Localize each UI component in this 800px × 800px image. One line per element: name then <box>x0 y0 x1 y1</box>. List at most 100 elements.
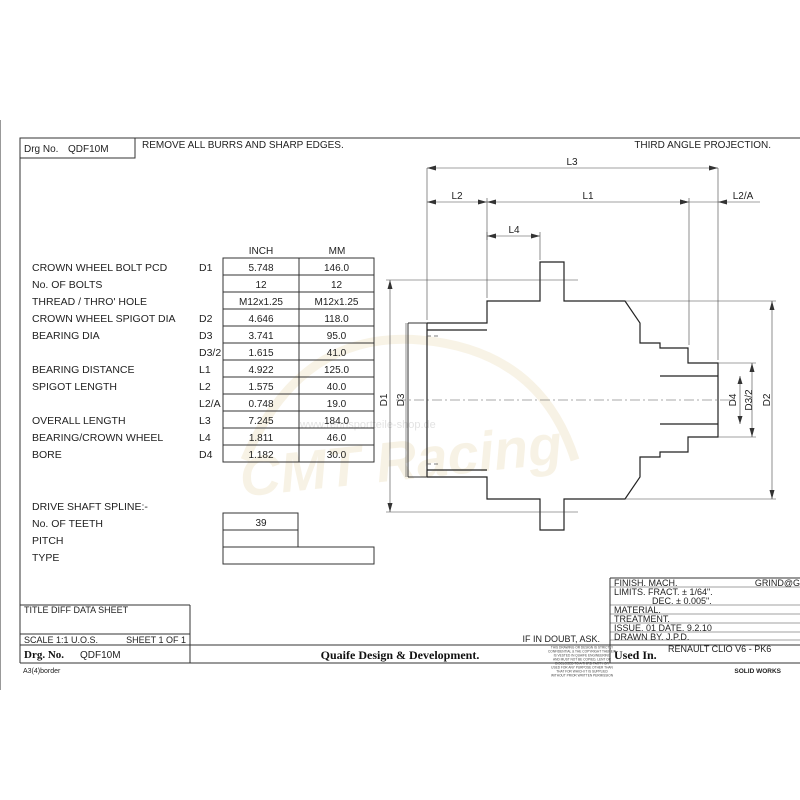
row-label: OVERALL LENGTH <box>32 415 126 427</box>
dim-l2a: L2/A <box>680 191 760 205</box>
row-label: BORE <box>32 449 62 461</box>
dim-d4-label: D4 <box>728 393 739 406</box>
row-code: L1 <box>199 364 211 376</box>
row-mm-value: 184.0 <box>324 416 349 427</box>
row-label: THREAD / THRO' HOLE <box>32 296 147 308</box>
row-code: D2 <box>199 313 213 325</box>
spline-pitch-label: PITCH <box>32 535 64 547</box>
dec-text: DEC. ± 0.005". <box>652 596 712 606</box>
row-label: BEARING/CROWN WHEEL <box>32 432 163 444</box>
burrs-note: REMOVE ALL BURRS AND SHARP EDGES. <box>142 140 344 151</box>
row-code: L2/A <box>199 398 221 410</box>
row-inch-value: 4.646 <box>248 314 273 325</box>
dim-d3-2: D3/2 <box>718 362 756 438</box>
if-in-doubt: IF IN DOUBT, ASK. <box>522 634 600 644</box>
row-mm-value: 41.0 <box>327 348 347 359</box>
dim-d4: D4 <box>728 376 743 424</box>
spline-section: DRIVE SHAFT SPLINE:- No. OF TEETH 39 PIT… <box>32 501 375 565</box>
drg-no-label: Drg No. <box>24 144 58 155</box>
row-inch-value: 1.182 <box>248 450 273 461</box>
company-name: Quaife Design & Development. <box>321 648 480 662</box>
spline-title: DRIVE SHAFT SPLINE:- <box>32 501 148 513</box>
dim-l1-label: L1 <box>582 191 594 202</box>
row-inch-value: 1.575 <box>248 382 273 393</box>
row-mm-value: 118.0 <box>324 314 349 325</box>
row-label: SPIGOT LENGTH <box>32 381 117 393</box>
row-inch-value: 7.245 <box>248 416 273 427</box>
row-label: BEARING DIA <box>32 330 100 342</box>
svg-text:USED FOR ANY PURPOSE OTHER THA: USED FOR ANY PURPOSE OTHER THAN <box>551 666 613 670</box>
row-inch-value: 3.741 <box>248 331 273 342</box>
diff-housing-drawing: L3 L2 L1 L2/A L4 <box>379 157 776 531</box>
row-code: L2 <box>199 381 211 393</box>
border-ref: A3(4)border <box>23 668 61 675</box>
sheet-text: SHEET 1 OF 1 <box>126 635 186 645</box>
drg-no-bottom-value: QDF10M <box>80 650 121 661</box>
dim-l4: L4 <box>486 225 541 260</box>
svg-text:IS VESTED IN QUAIFE ENGINEERIN: IS VESTED IN QUAIFE ENGINEERING <box>554 654 611 658</box>
scale-text: SCALE 1:1 U.O.S. <box>24 635 98 645</box>
row-mm-value: 40.0 <box>327 382 347 393</box>
dim-d2: D2 <box>625 300 776 500</box>
title-text: TITLE DIFF DATA SHEET <box>24 605 129 615</box>
table-row: SPIGOT LENGTH L2 1.575 40.0 <box>32 376 375 395</box>
row-inch-value: 0.748 <box>248 399 273 410</box>
spline-pitch-box <box>222 529 299 548</box>
title-block: TITLE DIFF DATA SHEET SCALE 1:1 U.O.S. S… <box>20 577 800 678</box>
row-mm-value: 30.0 <box>327 450 347 461</box>
column-header-inch: INCH <box>249 246 273 257</box>
dim-d1: D1 <box>379 279 578 513</box>
svg-text:AND MUST NOT BE COPIED, LENT O: AND MUST NOT BE COPIED, LENT OR <box>553 658 612 662</box>
svg-text:THIS DRAWING OR DESIGN IS STRI: THIS DRAWING OR DESIGN IS STRICTLY <box>551 646 614 650</box>
finish-value: GRIND@G <box>755 578 800 588</box>
spline-teeth-value: 39 <box>255 518 267 529</box>
dim-l2: L2 <box>427 191 488 298</box>
dim-l2a-label: L2/A <box>733 191 754 202</box>
dim-l4-label: L4 <box>508 225 520 236</box>
row-inch-value: 4.922 <box>248 365 273 376</box>
spline-type-label: TYPE <box>32 552 59 564</box>
dim-l2-label: L2 <box>451 191 463 202</box>
svg-text:CONFIDENTIAL & THE COPYRIGHT T: CONFIDENTIAL & THE COPYRIGHT THEREIN <box>548 650 617 654</box>
row-code: D1 <box>199 262 213 274</box>
dim-d1-label: D1 <box>379 393 390 406</box>
dim-d3-label: D3 <box>396 393 407 406</box>
row-code: D4 <box>199 449 213 461</box>
row-mm-value: 46.0 <box>327 433 347 444</box>
spline-type-box <box>222 546 375 565</box>
row-code: L3 <box>199 415 211 427</box>
table-row: BORE D4 1.182 30.0 <box>32 444 375 463</box>
row-mm-value: 95.0 <box>327 331 347 342</box>
used-in-label: Used In. <box>614 648 657 662</box>
dim-l3-label: L3 <box>566 157 578 168</box>
dim-d3-2-label: D3/2 <box>744 389 755 411</box>
dim-l3: L3 <box>426 157 719 360</box>
row-inch-value: M12x1.25 <box>239 297 283 308</box>
column-header-mm: MM <box>329 246 346 257</box>
housing-outline <box>426 261 719 531</box>
row-mm-value: M12x1.25 <box>315 297 359 308</box>
row-label: CROWN WHEEL BOLT PCD <box>32 262 168 274</box>
row-label: CROWN WHEEL SPIGOT DIA <box>32 313 176 325</box>
svg-text:WITHOUT PRIOR WRITTEN PERMISSI: WITHOUT PRIOR WRITTEN PERMISSION <box>551 674 614 678</box>
table-row: THREAD / THRO' HOLE M12x1.25 M12x1.25 <box>32 291 375 310</box>
row-inch-value: 12 <box>255 280 267 291</box>
treatment-label: TREATMENT. <box>614 614 670 624</box>
table-row: L2/A 0.748 19.0 <box>199 393 375 412</box>
projection-note: THIRD ANGLE PROJECTION. <box>634 140 771 151</box>
issue-text: ISSUE. 01 DATE. 9.2.10 <box>614 623 712 633</box>
dim-l1: L1 <box>487 191 690 345</box>
software-ref: SOLID WORKS <box>734 668 781 675</box>
row-mm-value: 19.0 <box>327 399 347 410</box>
row-code: D3/2 <box>199 347 221 359</box>
material-label: MATERIAL. <box>614 605 661 615</box>
copyright-notice: THIS DRAWING OR DESIGN IS STRICTLY CONFI… <box>548 646 617 678</box>
dim-d3: D3 <box>396 323 407 477</box>
row-mm-value: 125.0 <box>324 365 349 376</box>
drg-no-box <box>19 137 136 159</box>
drg-no-bottom-label: Drg. No. <box>24 649 64 661</box>
